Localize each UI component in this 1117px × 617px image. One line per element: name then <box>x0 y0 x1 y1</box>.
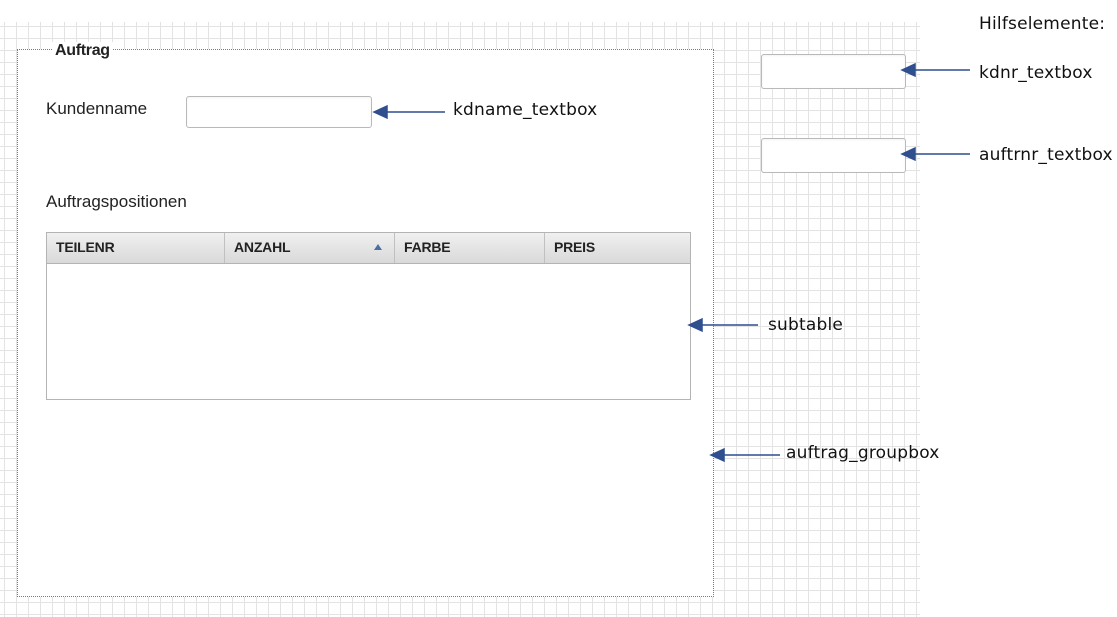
customer-label: Kundenname <box>46 99 148 118</box>
annotation-subtable: subtable <box>768 315 844 335</box>
arrow-head-auftrnr <box>900 146 916 162</box>
table-header: TEILENR ANZAHL FARBE PREIS <box>47 233 690 264</box>
arrow-head-kdnr <box>900 62 916 78</box>
annotation-kdname: kdname_textbox <box>453 100 598 120</box>
column-header-teilenr[interactable]: TEILENR <box>47 233 225 263</box>
column-header-farbe[interactable]: FARBE <box>395 233 545 263</box>
column-header-anzahl[interactable]: ANZAHL <box>225 233 395 263</box>
column-header-preis[interactable]: PREIS <box>554 239 596 255</box>
annotation-kdnr: kdnr_textbox <box>979 63 1093 83</box>
kdnr-textbox[interactable] <box>761 54 906 89</box>
column-header-anzahl-label: ANZAHL <box>234 239 291 255</box>
subtable[interactable]: TEILENR ANZAHL FARBE PREIS <box>46 232 691 400</box>
annotation-auftrnr: auftrnr_textbox <box>979 145 1113 165</box>
arrow-head-kdname <box>372 104 388 120</box>
arrow-head-subtable <box>687 317 703 333</box>
sort-ascending-icon <box>374 244 382 250</box>
positions-label: Auftragspositionen <box>46 192 187 211</box>
annotation-groupbox: auftrag_groupbox <box>786 443 940 463</box>
helpers-title: Hilfselemente: <box>979 14 1106 34</box>
kdname-textbox[interactable] <box>186 96 372 128</box>
arrow-head-groupbox <box>709 447 725 463</box>
groupbox-title: Auftrag <box>52 42 113 60</box>
